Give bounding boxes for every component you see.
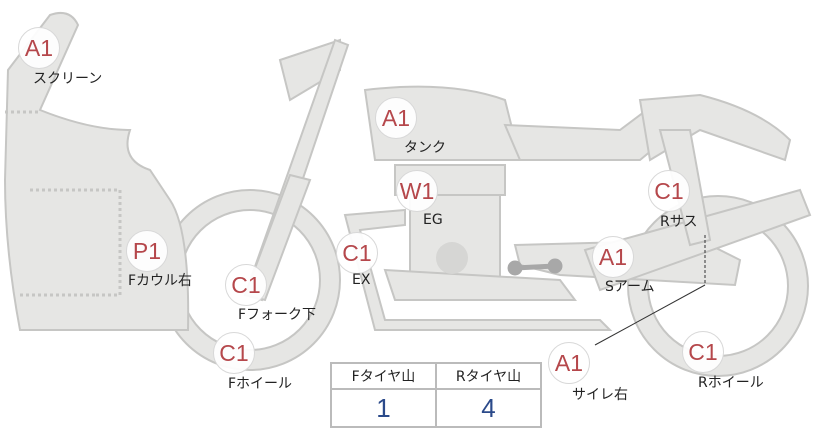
fork-tube — [243, 173, 312, 302]
frame-lower — [383, 268, 577, 301]
part-label: Fフォーク下 — [238, 307, 317, 323]
damage-badge: A1 — [548, 342, 590, 384]
part-label: タンク — [404, 140, 446, 156]
damage-badge: C1 — [336, 232, 378, 274]
part-label: Rホイール — [698, 375, 764, 391]
damage-badge: C1 — [213, 332, 255, 374]
part-label: Sアーム — [605, 279, 655, 295]
rear-tire-value: 4 — [435, 388, 542, 428]
part-label: サイレ右 — [572, 387, 628, 403]
front-tire-value: 1 — [330, 388, 437, 428]
damage-badge: A1 — [375, 97, 417, 139]
damage-badge: C1 — [648, 170, 690, 212]
front-tire-header: Fタイヤ山 — [330, 362, 437, 390]
damage-badge: C1 — [682, 331, 724, 373]
part-label: スクリーン — [33, 71, 103, 87]
part-label: Fホイール — [228, 376, 293, 392]
damage-badge: C1 — [225, 264, 267, 306]
rear-tire-header: Rタイヤ山 — [435, 362, 542, 390]
damage-badge: A1 — [592, 236, 634, 278]
damage-badge: P1 — [126, 230, 168, 272]
part-label: Fカウル右 — [128, 273, 193, 289]
rear-cowl — [638, 93, 792, 162]
damage-badge: A1 — [18, 27, 60, 69]
damage-badge: W1 — [396, 170, 438, 212]
part-label: EX — [352, 272, 371, 288]
exhaust-pipe — [343, 208, 613, 331]
part-label: Rサス — [660, 214, 698, 230]
part-label: EG — [423, 212, 443, 228]
